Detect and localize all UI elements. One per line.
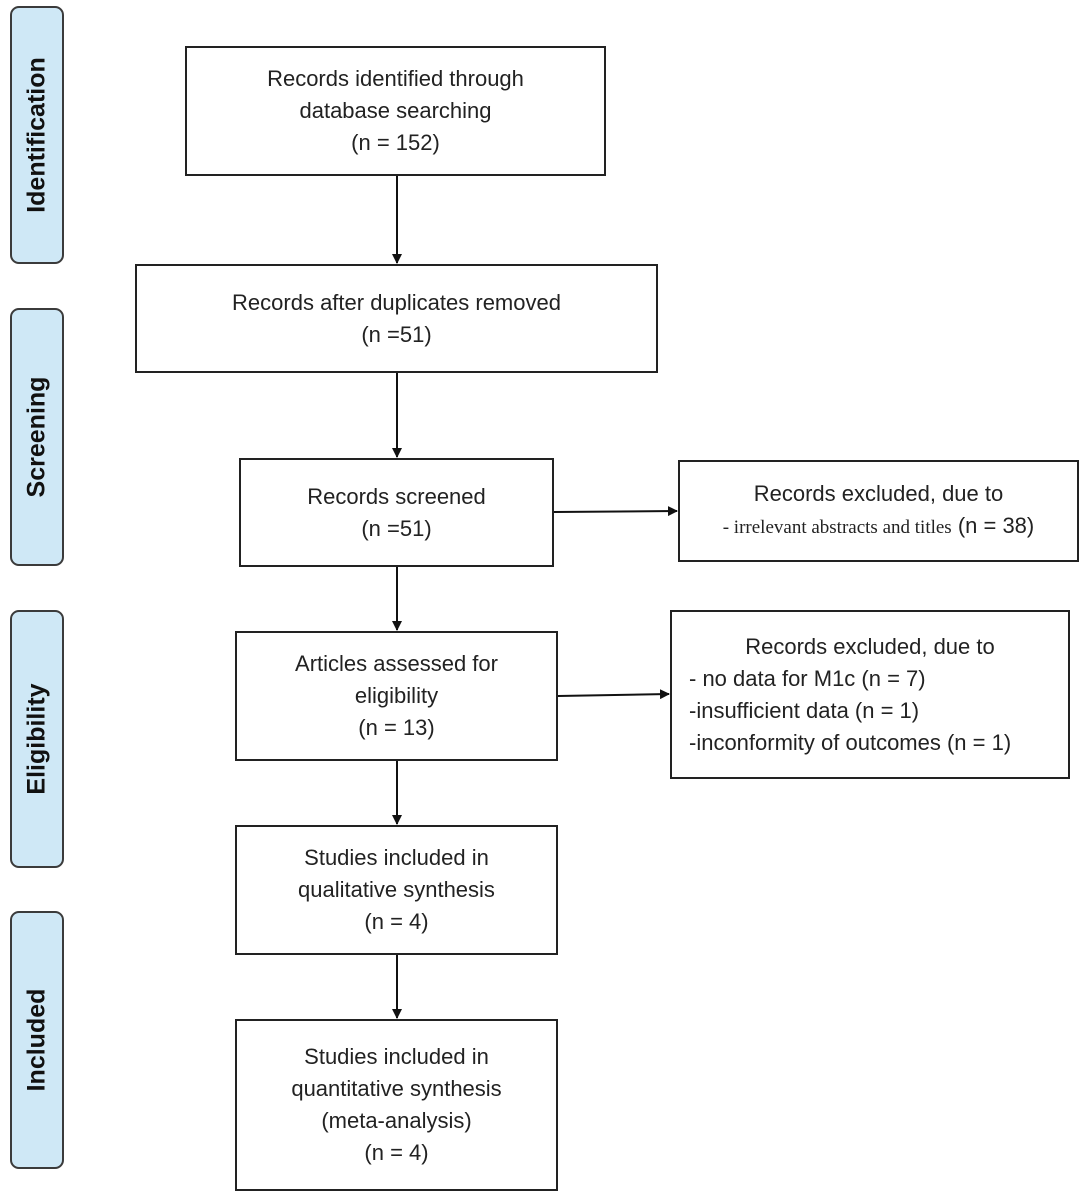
excluded-screening-reason: - irrelevant abstracts and titles (n = 3… (723, 510, 1035, 544)
stage-screening: Screening (10, 308, 64, 566)
qualitative-count: (n = 4) (364, 909, 429, 934)
box-excluded-eligibility: Records excluded, due to - no data for M… (670, 610, 1070, 779)
excluded-eligibility-reason-1: - no data for M1c (n = 7) (689, 665, 926, 691)
records-identified-line1: Records identified through (267, 66, 524, 91)
excluded-screening-reason-count: (n = 38) (951, 513, 1035, 538)
stage-eligibility: Eligibility (10, 610, 64, 868)
excluded-screening-heading: Records excluded, due to (753, 481, 1004, 506)
box-duplicates-removed: Records after duplicates removed (n =51) (135, 264, 658, 373)
duplicates-removed-count: (n =51) (361, 321, 432, 347)
articles-assessed-line2: eligibility (354, 683, 439, 708)
quantitative-line2: quantitative synthesis (291, 1076, 502, 1101)
articles-assessed-count: (n = 13) (358, 715, 435, 740)
articles-assessed-line1: Articles assessed for (295, 651, 498, 676)
records-identified-count: (n = 152) (351, 130, 440, 155)
excluded-eligibility-reason-3: -inconformity of outcomes (n = 1) (689, 729, 1012, 755)
quantitative-count: (n = 4) (364, 1140, 429, 1165)
arrow-screened-to-excluded (553, 506, 678, 517)
records-screened-line1: Records screened (307, 483, 486, 509)
duplicates-removed-line1: Records after duplicates removed (232, 289, 561, 315)
stage-identification: Identification (10, 6, 64, 264)
box-articles-assessed: Articles assessed for eligibility (n = 1… (235, 631, 558, 761)
arrow-assessed-to-excluded (557, 689, 670, 700)
box-records-screened: Records screened (n =51) (239, 458, 554, 567)
box-qualitative-synthesis: Studies included in qualitative synthesi… (235, 825, 558, 955)
box-excluded-screening: Records excluded, due to - irrelevant ab… (678, 460, 1079, 562)
records-screened-count: (n =51) (361, 515, 432, 541)
excluded-eligibility-heading: Records excluded, due to (745, 633, 995, 659)
box-quantitative-synthesis: Studies included in quantitative synthes… (235, 1019, 558, 1191)
qualitative-line1: Studies included in (304, 845, 489, 870)
quantitative-line3: (meta-analysis) (321, 1108, 472, 1133)
excluded-screening-reason-text: - irrelevant abstracts and titles (722, 517, 952, 538)
qualitative-line2: qualitative synthesis (298, 877, 495, 902)
excluded-eligibility-reason-2: -insufficient data (n = 1) (689, 697, 920, 723)
records-identified-line2: database searching (299, 98, 492, 123)
stage-included: Included (10, 911, 64, 1169)
box-records-identified: Records identified through database sear… (185, 46, 606, 176)
quantitative-line1: Studies included in (304, 1044, 489, 1069)
